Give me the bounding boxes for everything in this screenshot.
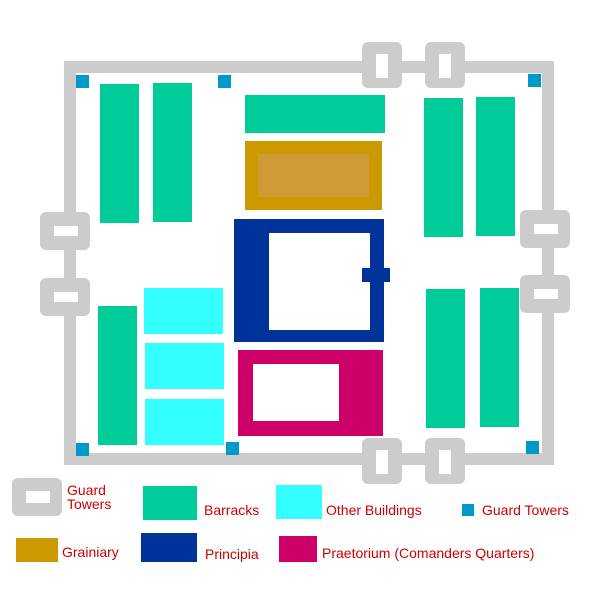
guard-tower-bottom-left	[76, 443, 89, 456]
barracks-8	[480, 288, 519, 427]
legend-label-guard-towers-line2: Towers	[67, 496, 111, 512]
barracks-6	[98, 306, 137, 445]
outer-wall	[64, 61, 554, 465]
legend-swatch-grainary	[16, 538, 58, 562]
other-building-1	[144, 288, 223, 334]
principia	[234, 219, 390, 342]
barracks-4	[424, 98, 463, 237]
barracks-2	[153, 83, 192, 222]
gate-tower-right-1	[520, 210, 570, 248]
legend-swatch-praetorium	[279, 536, 317, 562]
other-building-3	[145, 399, 224, 445]
gate-tower-bottom-2	[425, 438, 465, 484]
guard-tower-bottom-mid	[226, 442, 239, 455]
barracks-7	[426, 289, 465, 428]
legend-label-other-buildings: Other Buildings	[326, 502, 422, 518]
legend-swatch-barracks	[143, 486, 197, 520]
guard-tower-top-right	[528, 74, 541, 87]
legend-swatch-gate-tower	[12, 478, 62, 516]
guard-tower-top-mid	[218, 75, 231, 88]
legend-label-grainary: Grainiary	[62, 544, 119, 560]
other-building-2	[145, 343, 224, 389]
legend-swatch-guard-towers	[462, 504, 474, 516]
guard-tower-top-left	[76, 75, 89, 88]
barracks-5	[476, 97, 515, 236]
gate-tower-bottom-1	[362, 438, 402, 484]
legend-label-barracks: Barracks	[204, 502, 259, 518]
legend-swatch-other-buildings	[276, 485, 322, 519]
grainary	[245, 141, 382, 210]
legend-label-praetorium: Praetorium (Comanders Quarters)	[322, 545, 534, 561]
gate-tower-right-2	[520, 275, 570, 313]
gate-tower-left-2	[40, 278, 90, 316]
gate-tower-top-2	[425, 42, 465, 88]
guard-tower-bottom-right	[526, 441, 539, 454]
legend-swatch-principia	[141, 533, 197, 562]
praetorium	[238, 350, 383, 436]
gate-tower-left-1	[40, 212, 90, 250]
legend-label-principia: Principia	[205, 546, 259, 562]
barracks-3	[245, 95, 385, 133]
legend-label-guard-towers: Guard Towers	[482, 502, 569, 518]
barracks-1	[100, 84, 139, 223]
legend-label-guard-towers-line1: Guard	[67, 482, 106, 498]
gate-tower-top-1	[362, 42, 402, 88]
